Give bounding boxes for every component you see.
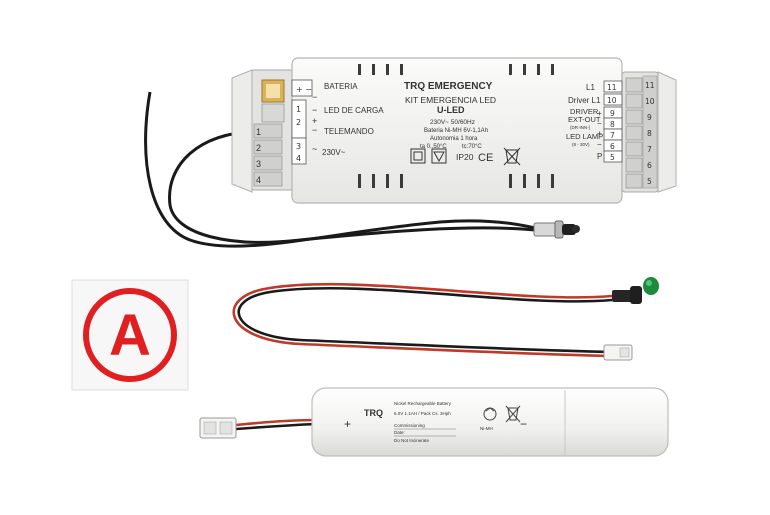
label-ext-out: EXT-OUT	[568, 115, 601, 124]
driver-title: KIT EMERGENCIA LED	[405, 95, 496, 105]
svg-text:−: −	[597, 119, 602, 128]
battery-weee-bin-icon	[505, 405, 521, 423]
driver-brand: TRQ EMERGENCY	[404, 81, 493, 92]
black-wire-loop	[144, 91, 536, 248]
left-terminal-3: 3	[256, 159, 261, 169]
svg-text:+: +	[597, 109, 602, 118]
emergency-driver-unit: 1 2 3 4 + − 1 2 3 4 BATERIA LED DE CARGA…	[231, 57, 677, 204]
recycle-icon	[483, 407, 497, 421]
vent-slots-bottom	[358, 174, 554, 188]
green-led	[643, 277, 659, 295]
battery-ni-mh: Ni-MH	[480, 426, 493, 431]
inner-terminal-8: 8	[610, 120, 615, 129]
label-led-de-carga: LED DE CARGA	[324, 106, 384, 115]
outer-terminal-11: 11	[645, 81, 655, 90]
f-mark-icon	[431, 148, 447, 164]
label-p: P	[597, 152, 602, 161]
svg-text:2: 2	[296, 118, 301, 127]
inner-terminal-6: 6	[610, 142, 615, 151]
ce-mark: CE	[478, 152, 493, 164]
inner-terminal-11: 11	[607, 83, 617, 92]
svg-text:−: −	[312, 125, 317, 135]
label-bateria: BATERIA	[324, 82, 358, 91]
svg-text:3: 3	[296, 142, 301, 151]
inner-terminal-9: 9	[610, 109, 615, 118]
battery-line3: Commissioning	[394, 423, 425, 428]
outer-terminal-6: 6	[647, 161, 652, 170]
left-terminal-1: 1	[256, 127, 261, 137]
left-label-panel: + − 1 2 3 4 BATERIA LED DE CARGA TELEMAN…	[291, 79, 384, 165]
svg-text:+: +	[597, 129, 602, 138]
vent-slots-top	[358, 64, 554, 75]
emergency-sticker: A	[71, 279, 189, 391]
spec-battery: Bateria Ni-MH 6V-1,1Ah	[424, 128, 488, 134]
double-insulation-icon	[410, 148, 426, 164]
label-mains: 230V~	[322, 148, 346, 157]
spec-autonomy: Autonomia 1 hora	[430, 136, 478, 142]
svg-text:−: −	[312, 105, 317, 115]
battery-line5: Do Not Incinerate	[394, 438, 430, 443]
svg-text:4: 4	[296, 154, 301, 163]
outer-terminal-7: 7	[647, 145, 652, 154]
battery-plus: +	[344, 417, 351, 431]
battery-brand: TRQ	[364, 408, 383, 418]
spec-voltage: 230V~ 50/60Hz	[430, 119, 475, 126]
inner-terminal-5: 5	[610, 153, 615, 162]
outer-terminal-10: 10	[645, 97, 655, 106]
spec-temp-ambient: ta 0..50°C	[420, 144, 447, 150]
spec-temp-case: tc:70°C	[462, 144, 482, 150]
left-terminal-block: 1 2 3 4	[253, 79, 285, 187]
ip-rating: IP20	[456, 152, 474, 162]
label-led-lamp-note: (8 - 30V)	[572, 142, 590, 147]
label-l1: L1	[586, 83, 595, 92]
right-terminal-block: 11 10 9 8 7 6 5	[625, 77, 655, 189]
inner-terminal-7: 7	[610, 131, 615, 140]
outer-terminal-5: 5	[647, 177, 652, 186]
right-label-panel: L1 Driver L1 DRIVER EXT-OUT (DR-INN-) LE…	[566, 80, 623, 163]
left-terminal-4: 4	[256, 175, 261, 185]
label-led-lamp: LED LAMP	[566, 132, 603, 141]
black-wire-inner	[168, 130, 536, 244]
label-driver-l1: Driver L1	[568, 96, 601, 105]
svg-text:~: ~	[312, 144, 317, 154]
svg-text:+: +	[312, 116, 317, 126]
led-indicator-cable	[232, 277, 659, 361]
sticker-letter: A	[109, 303, 151, 368]
svg-text:−: −	[597, 140, 602, 149]
label-ext-out-note: (DR-INN-)	[570, 125, 591, 130]
driver-center-label: TRQ EMERGENCY KIT EMERGENCIA LED U-LED 2…	[404, 81, 521, 166]
sticker-ring	[83, 288, 177, 382]
battery-line4: Date:	[394, 430, 405, 435]
svg-text:−: −	[312, 92, 317, 102]
outer-terminal-8: 8	[647, 129, 652, 138]
left-terminal-2: 2	[256, 143, 261, 153]
battery-line2: 6.0V 1.1AH / Pack Cs. 3Hph	[394, 411, 451, 416]
outer-terminal-9: 9	[647, 113, 652, 122]
inner-terminal-10: 10	[607, 96, 617, 105]
svg-text:1: 1	[296, 105, 301, 114]
svg-text:+ −: + −	[296, 85, 312, 94]
driver-model: U-LED	[437, 105, 465, 115]
push-button-connector	[533, 220, 580, 239]
battery-minus: −	[520, 417, 527, 431]
weee-bin-icon	[503, 147, 521, 166]
label-telemando: TELEMANDO	[324, 127, 374, 136]
label-driver: DRIVER	[570, 107, 599, 116]
battery-line1: Nickel Rechargeable Battery	[394, 401, 452, 406]
battery-pack: + TRQ Nickel Rechargeable Battery 6.0V 1…	[199, 387, 669, 457]
